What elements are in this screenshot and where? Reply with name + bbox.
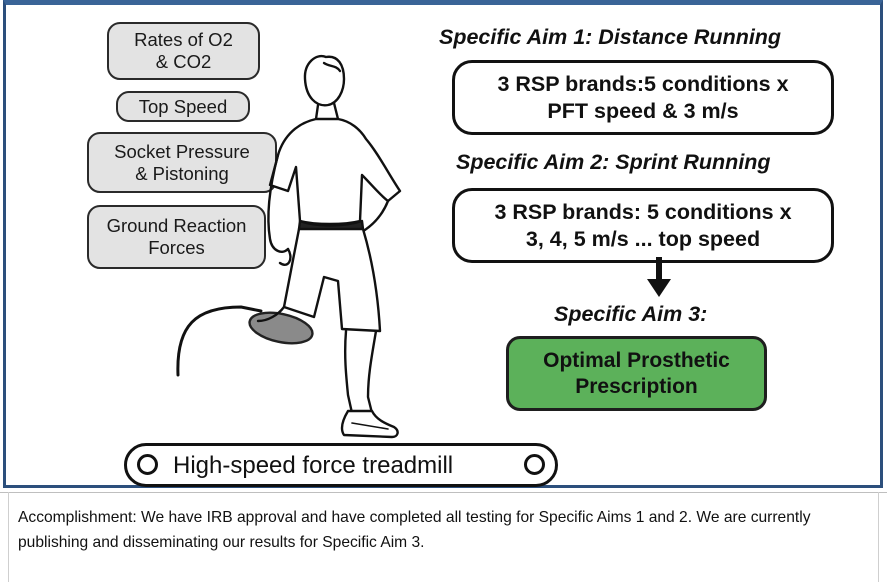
caption-border-right — [878, 492, 879, 582]
aim1-title: Specific Aim 1: Distance Running — [439, 25, 782, 49]
treadmill-roller-right — [524, 454, 545, 475]
measure-grf-box: Ground Reaction Forces — [87, 205, 266, 269]
runner-shorts — [282, 227, 382, 333]
aim2-box: 3 RSP brands: 5 conditions x 3, 4, 5 m/s… — [452, 188, 834, 263]
treadmill-roller-left — [137, 454, 158, 475]
aim3-box: Optimal Prosthetic Prescription — [506, 336, 767, 411]
diagram-frame: Rates of O2 & CO2 Top Speed Socket Press… — [3, 0, 883, 488]
runner-shoe — [340, 409, 399, 439]
treadmill: High-speed force treadmill — [124, 443, 558, 487]
aim1-box: 3 RSP brands:5 conditions x PFT speed & … — [452, 60, 834, 135]
caption-border-left — [8, 492, 9, 582]
aim2-title: Specific Aim 2: Sprint Running — [456, 150, 771, 174]
prosthetic-blade — [176, 305, 263, 377]
measure-o2-co2-box: Rates of O2 & CO2 — [107, 22, 260, 80]
accomplishment-caption: Accomplishment: We have IRB approval and… — [18, 509, 811, 551]
runner-head — [303, 54, 346, 107]
amputee-runner-illustration — [176, 54, 402, 439]
measure-socket-box: Socket Pressure & Pistoning — [87, 132, 277, 193]
runner-torso — [268, 117, 402, 226]
runner-front-leg — [343, 329, 378, 415]
measure-top-speed-box: Top Speed — [116, 91, 250, 122]
caption-divider — [0, 492, 887, 493]
treadmill-label: High-speed force treadmill — [173, 452, 454, 479]
aim3-title: Specific Aim 3: — [554, 302, 708, 326]
down-arrow-icon — [647, 257, 671, 297]
